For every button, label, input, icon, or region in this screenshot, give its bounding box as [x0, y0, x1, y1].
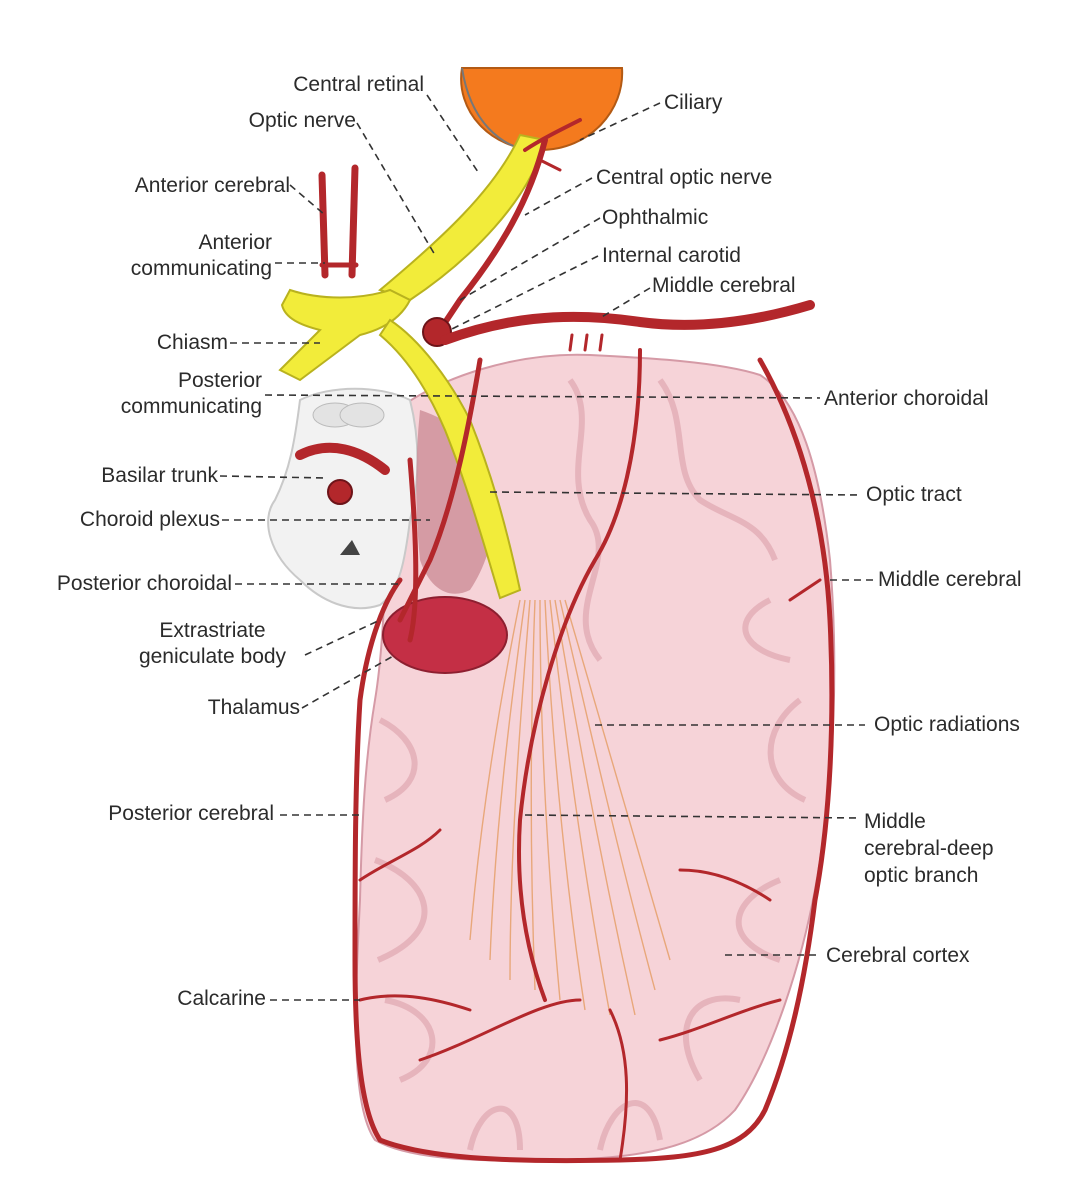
lateral-geniculate-body: [382, 596, 508, 674]
label-ciliary: Ciliary: [664, 91, 723, 114]
label-anterior-cerebral: Anterior cerebral: [134, 174, 290, 197]
label-middle-cerebral-top: Middle cerebral: [652, 274, 796, 297]
label-middle-cerebral-deep-optic-branch: Middle cerebral-deep optic branch: [864, 810, 994, 887]
label-choroid-plexus: Choroid plexus: [79, 508, 220, 531]
label-cerebral-cortex: Cerebral cortex: [826, 944, 970, 967]
label-calcarine: Calcarine: [177, 987, 266, 1010]
label-central-optic-nerve: Central optic nerve: [596, 166, 773, 189]
label-anterior-choroidal: Anterior choroidal: [824, 387, 989, 410]
label-middle-cerebral-side: Middle cerebral: [878, 568, 1022, 591]
leader-lines: [219, 94, 875, 1001]
arteries: [295, 118, 835, 1164]
label-optic-radiations: Optic radiations: [874, 713, 1020, 736]
label-ophthalmic: Ophthalmic: [602, 206, 709, 229]
label-optic-tract: Optic tract: [866, 483, 962, 506]
label-chiasm: Chiasm: [156, 331, 228, 354]
label-optic-nerve: Optic nerve: [248, 109, 356, 132]
label-thalamus: Thalamus: [207, 696, 300, 719]
label-posterior-communicating: Posterior communicating: [120, 369, 262, 418]
label-basilar-trunk: Basilar trunk: [101, 464, 218, 487]
label-posterior-choroidal: Posterior choroidal: [56, 572, 232, 595]
label-internal-carotid: Internal carotid: [602, 244, 741, 267]
optic-radiations: [469, 599, 671, 1016]
optic-pathway: [278, 133, 547, 600]
label-extrastriate-geniculate-body: Extrastriate geniculate body: [138, 619, 287, 668]
label-anterior-communicating: Anterior communicating: [130, 231, 272, 280]
label-posterior-cerebral: Posterior cerebral: [108, 802, 274, 825]
label-central-retinal: Central retinal: [293, 73, 424, 96]
